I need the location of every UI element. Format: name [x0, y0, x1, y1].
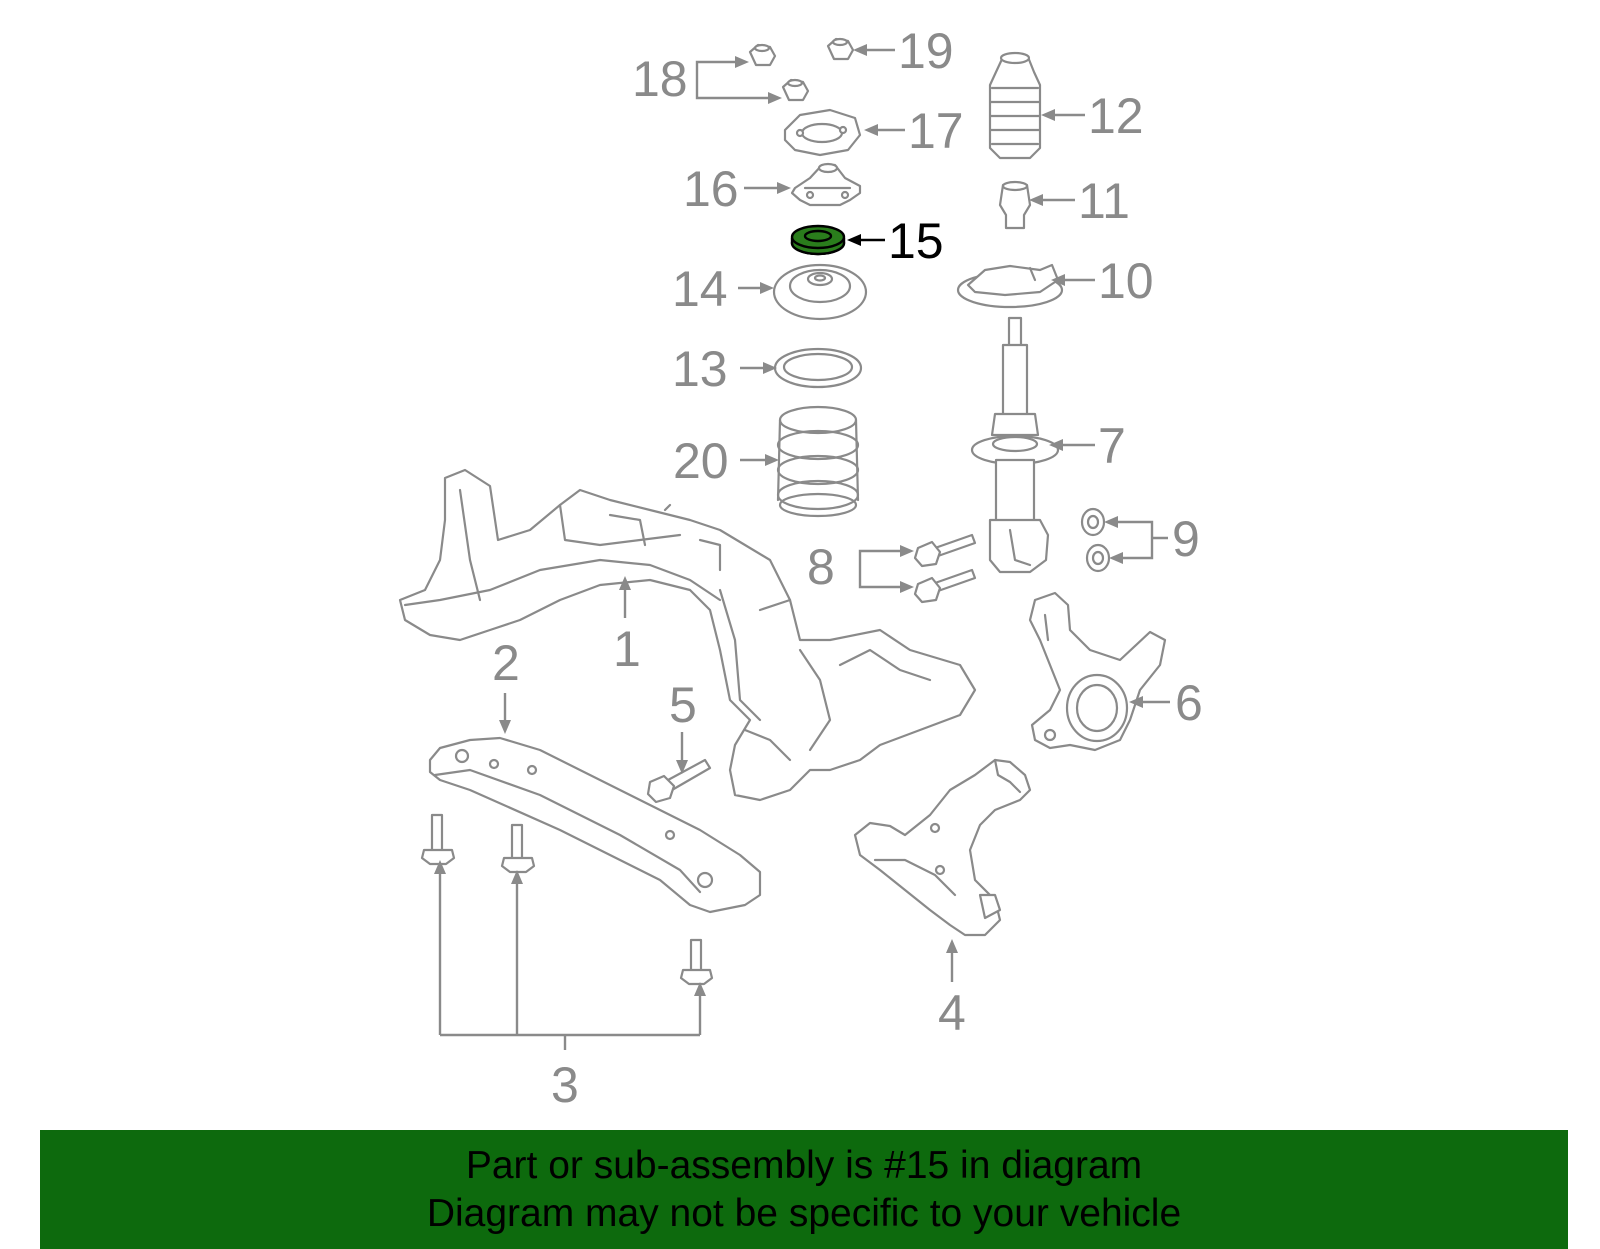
part-16-strut-mount[interactable] — [790, 162, 862, 207]
callout-6: 6 — [1175, 675, 1203, 731]
part-13-insulator[interactable] — [773, 347, 863, 389]
callout-10: 10 — [1098, 253, 1154, 309]
part-8-bolts[interactable] — [913, 533, 977, 604]
part-7-strut[interactable] — [970, 316, 1060, 574]
callout-14: 14 — [672, 261, 728, 317]
callout-16: 16 — [683, 161, 739, 217]
part-6-steering-knuckle[interactable] — [1028, 591, 1167, 752]
callout-labels: 1 2 3 4 5 6 7 8 9 10 11 12 13 14 15 16 1… — [492, 23, 1203, 1113]
callout-1: 1 — [613, 621, 641, 677]
banner-line-part-number: Part or sub-assembly is #15 in diagram — [465, 1144, 1143, 1187]
callout-13: 13 — [672, 341, 728, 397]
part-18-nuts[interactable] — [748, 43, 810, 102]
callout-19: 19 — [898, 23, 954, 79]
callout-11: 11 — [1078, 173, 1130, 229]
callout-5: 5 — [669, 677, 697, 733]
callout-15: 15 — [888, 213, 944, 269]
part-10-spring-seat[interactable] — [956, 263, 1064, 309]
part-1-subframe[interactable] — [398, 468, 977, 802]
part-info-banner: Part or sub-assembly is #15 in diagram D… — [40, 1130, 1568, 1249]
callout-18: 18 — [632, 51, 688, 107]
banner-line-disclaimer: Diagram may not be specific to your vehi… — [426, 1192, 1182, 1235]
suspension-exploded-diagram: 1 2 3 4 5 6 7 8 9 10 11 12 13 14 15 16 1… — [398, 23, 1203, 1113]
part-12-dust-boot[interactable] — [988, 51, 1042, 160]
part-17-plate[interactable] — [783, 108, 862, 157]
part-20-coil-spring[interactable] — [776, 405, 860, 518]
callout-9: 9 — [1172, 511, 1200, 567]
part-19-nut[interactable] — [826, 37, 855, 61]
callout-2: 2 — [492, 635, 520, 691]
part-3-bolts[interactable] — [420, 813, 714, 986]
part-15-bearing[interactable] — [790, 224, 846, 256]
part-14-upper-seat[interactable] — [772, 263, 868, 321]
part-5-bolt[interactable] — [646, 758, 712, 804]
part-4-control-arm[interactable] — [853, 758, 1032, 937]
callout-3: 3 — [551, 1057, 579, 1113]
callout-8: 8 — [807, 539, 835, 595]
leader-lines — [434, 44, 1170, 1050]
part-11-bump-stop[interactable] — [998, 180, 1032, 230]
part-2-support-bar[interactable] — [428, 736, 762, 914]
callout-7: 7 — [1098, 418, 1126, 474]
callout-17: 17 — [908, 103, 964, 159]
callout-12: 12 — [1088, 88, 1144, 144]
part-9-nuts[interactable] — [1080, 507, 1111, 573]
callout-20: 20 — [673, 433, 729, 489]
callout-4: 4 — [938, 985, 966, 1041]
